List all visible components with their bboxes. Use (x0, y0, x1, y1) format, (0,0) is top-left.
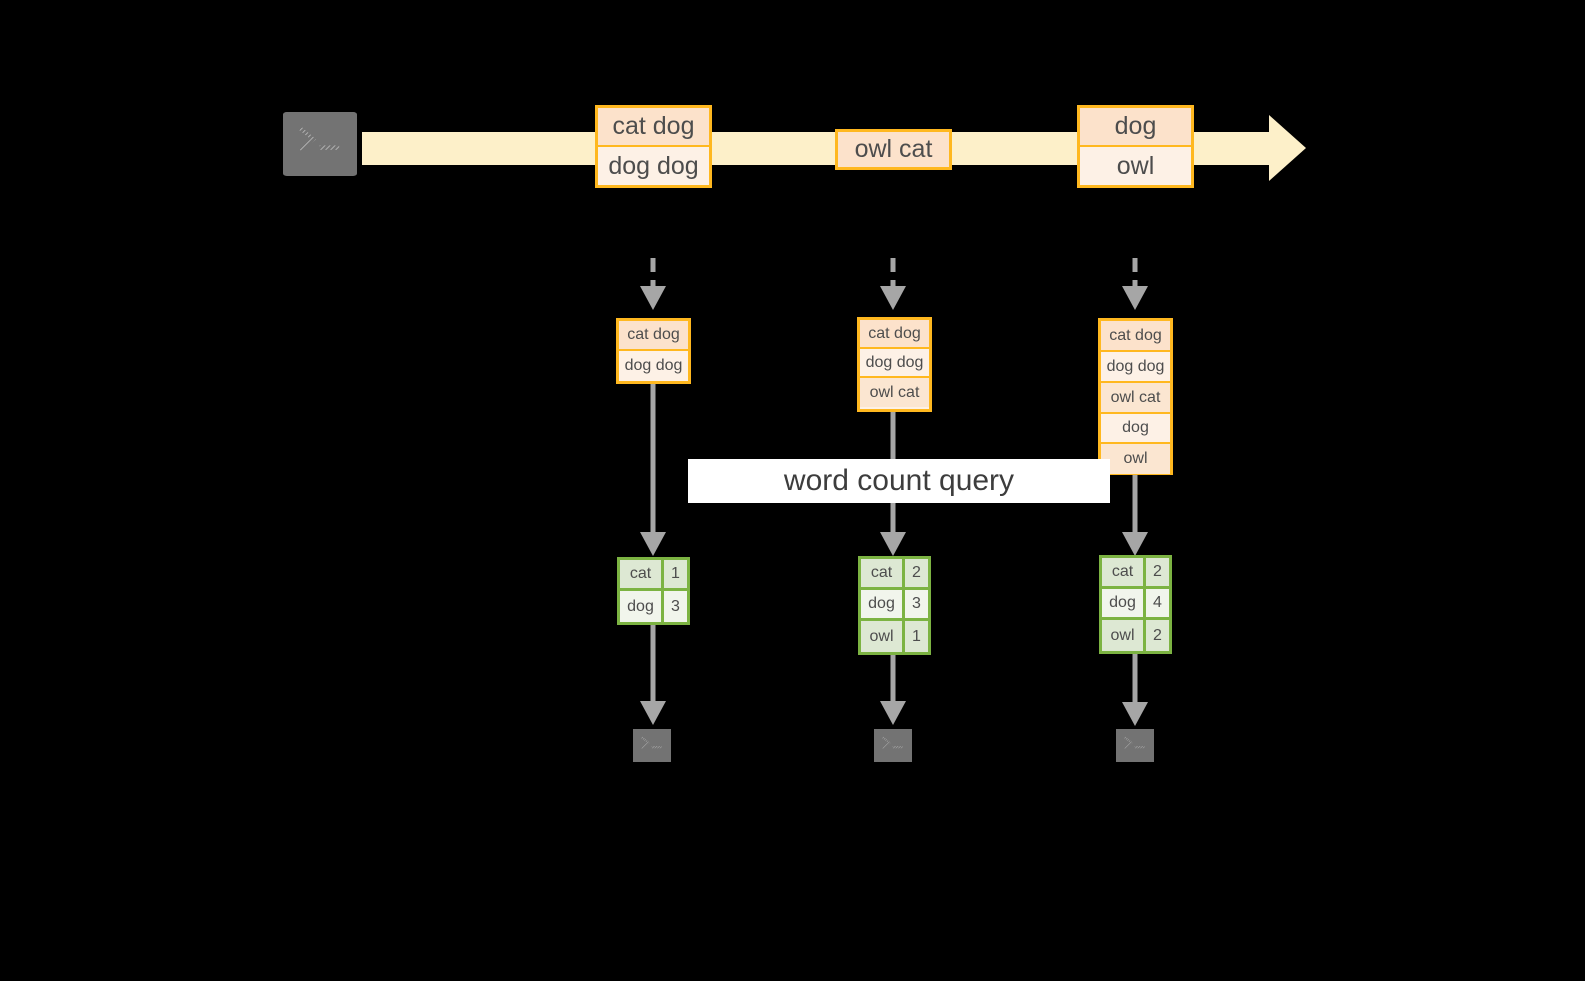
snapshot-input-3: cat dog dog dog owl cat dog owl (1098, 318, 1173, 475)
stream-record-1: cat dog dog dog (595, 105, 712, 188)
terminal-face (283, 112, 357, 176)
snapshot-input-line: dog dog (1101, 352, 1170, 383)
result-count-cell: 2 (905, 559, 928, 587)
query-arrow-1 (639, 384, 667, 556)
arrow-head-icon (1122, 286, 1148, 310)
arrow-head-icon (1122, 702, 1148, 726)
dashed-feed-arrow-1 (639, 258, 667, 310)
arrow-head-icon (1122, 532, 1148, 556)
arrow-dash-segment (890, 280, 896, 288)
result-count-cell: 2 (1146, 620, 1169, 651)
arrow-shaft (1132, 654, 1138, 704)
arrow-shaft (890, 655, 896, 703)
sink-terminal-icon-2[interactable] (865, 720, 921, 771)
arrow-dash-segment (1132, 280, 1138, 288)
result-row: owl 1 (861, 621, 928, 652)
snapshot-input-1: cat dog dog dog (616, 318, 691, 384)
result-row: dog 4 (1102, 589, 1169, 620)
result-word-cell: owl (861, 621, 905, 652)
result-word-cell: owl (1102, 620, 1146, 651)
arrow-dash-segment (1132, 258, 1138, 272)
arrow-head-icon (880, 286, 906, 310)
dashed-feed-arrow-2 (879, 258, 907, 310)
result-word-cell: cat (861, 559, 905, 587)
stream-record-line: dog (1080, 108, 1191, 147)
result-count-cell: 1 (905, 621, 928, 652)
stream-record-line: owl cat (838, 132, 949, 167)
query-arrow-3 (1121, 475, 1149, 557)
result-row: owl 2 (1102, 620, 1169, 651)
snapshot-input-2: cat dog dog dog owl cat (857, 317, 932, 412)
stream-record-line: owl (1080, 147, 1191, 185)
terminal-face (874, 729, 912, 762)
terminal-prompt-glyph-icon (882, 736, 904, 750)
arrow-shaft (650, 625, 656, 703)
terminal-prompt-glyph-icon (298, 127, 340, 152)
query-label: word count query (688, 459, 1110, 503)
snapshot-result-3: cat 2 dog 4 owl 2 (1099, 555, 1172, 654)
sink-terminal-icon-3[interactable] (1107, 720, 1163, 771)
terminal-prompt-glyph-icon (641, 736, 663, 750)
terminal-face (1116, 729, 1154, 762)
snapshot-input-line: cat dog (619, 321, 688, 351)
arrow-head-icon (880, 701, 906, 725)
sink-arrow-2 (879, 655, 907, 725)
result-row: dog 3 (861, 590, 928, 621)
arrow-head-icon (640, 532, 666, 556)
result-row: cat 2 (1102, 558, 1169, 589)
snapshot-result-1: cat 1 dog 3 (617, 557, 690, 625)
terminal-prompt-glyph-icon (1124, 736, 1146, 750)
arrow-dash-segment (890, 258, 896, 272)
arrow-dash-segment (650, 258, 656, 272)
sink-terminal-icon-1[interactable] (624, 720, 680, 771)
snapshot-input-line: dog (1101, 414, 1170, 444)
snapshot-input-line: dog dog (619, 351, 688, 381)
sink-arrow-3 (1121, 654, 1149, 726)
snapshot-input-line: owl (1101, 444, 1170, 474)
arrow-shaft (650, 384, 656, 534)
result-row: cat 1 (620, 560, 687, 591)
snapshot-input-line: owl cat (860, 378, 929, 407)
terminal-face (633, 729, 671, 762)
result-word-cell: dog (861, 590, 905, 618)
result-word-cell: cat (620, 560, 664, 588)
snapshot-input-line: owl cat (1101, 383, 1170, 414)
stream-record-line: dog dog (598, 147, 709, 185)
arrow-head-icon (640, 701, 666, 725)
stream-record-2: owl cat (835, 129, 952, 170)
arrow-head-icon (640, 286, 666, 310)
arrow-shaft (1132, 475, 1138, 534)
result-row: dog 3 (620, 591, 687, 622)
snapshot-result-2: cat 2 dog 3 owl 1 (858, 556, 931, 655)
result-row: cat 2 (861, 559, 928, 590)
result-count-cell: 4 (1146, 589, 1169, 617)
snapshot-input-line: dog dog (860, 349, 929, 378)
dashed-feed-arrow-3 (1121, 258, 1149, 310)
result-word-cell: dog (1102, 589, 1146, 617)
stream-arrow-head-icon (1269, 115, 1306, 181)
arrow-dash-segment (650, 280, 656, 288)
snapshot-input-line: cat dog (1101, 321, 1170, 352)
stream-record-3: dog owl (1077, 105, 1194, 188)
result-word-cell: cat (1102, 558, 1146, 586)
result-count-cell: 1 (664, 560, 687, 588)
sink-arrow-1 (639, 625, 667, 725)
result-count-cell: 2 (1146, 558, 1169, 586)
result-word-cell: dog (620, 591, 664, 622)
result-count-cell: 3 (664, 591, 687, 622)
stream-record-line: cat dog (598, 108, 709, 147)
arrow-head-icon (880, 532, 906, 556)
source-terminal-icon[interactable] (274, 103, 366, 185)
result-count-cell: 3 (905, 590, 928, 618)
snapshot-input-line: cat dog (860, 320, 929, 349)
